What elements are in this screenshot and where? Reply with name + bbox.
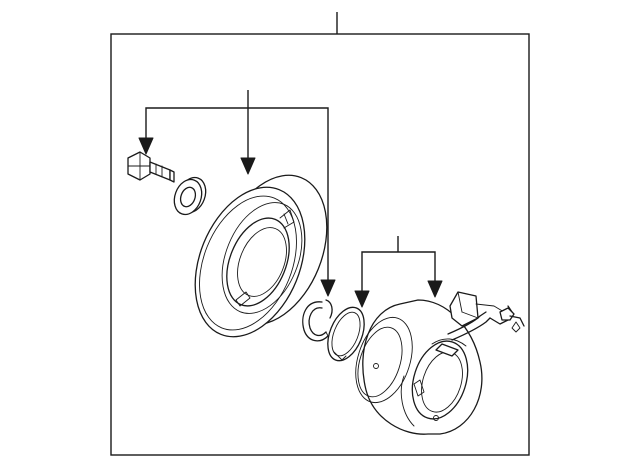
- clutch-coil: [355, 291, 525, 435]
- arrowhead-bolt: [138, 137, 154, 155]
- assembly-frame: [110, 12, 530, 456]
- arrowhead-snap-ring: [320, 279, 336, 297]
- snap-ring: [302, 299, 333, 342]
- arrowhead-pulley: [240, 157, 256, 175]
- callout-bracket-right: [354, 236, 443, 308]
- arrowhead-clutch-coil: [427, 280, 443, 298]
- arrowhead-shim: [354, 290, 370, 308]
- pulley: [194, 174, 328, 338]
- bolt: [127, 151, 175, 183]
- shim: [327, 306, 365, 362]
- washer: [173, 176, 207, 216]
- callout-bracket-left: [138, 90, 336, 297]
